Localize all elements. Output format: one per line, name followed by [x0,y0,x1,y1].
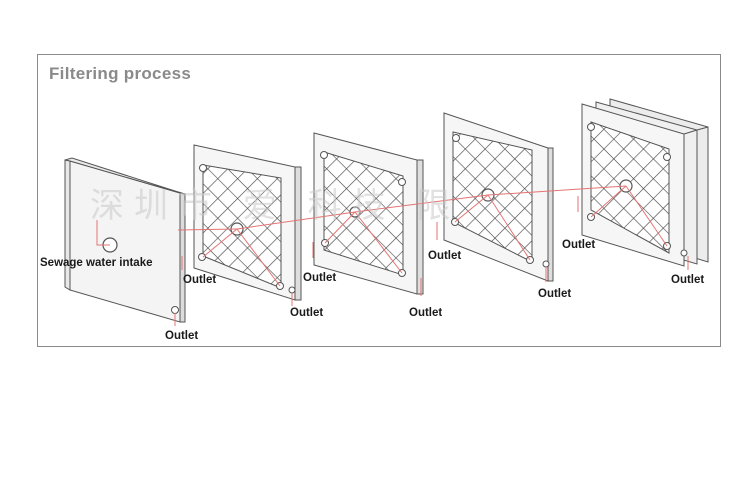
label-outlet: Outlet [183,274,217,286]
label-outlet: Outlet [671,274,705,286]
filter-plate-1 [193,144,302,301]
label-outlet: Outlet [428,250,462,262]
label-outlet: Outlet [409,307,443,319]
label-outlet: Outlet [303,272,337,284]
diagram-title: Filtering process [49,64,192,83]
label-outlet: Outlet [562,239,596,251]
filter-plate-4 [581,98,709,267]
filter-plate-3 [443,112,554,282]
watermark: 深圳市 爱 科技 限 [90,186,461,226]
label-sewage-intake: Sewage water intake [40,257,153,269]
filter-plate-2 [313,132,424,295]
label-outlet: Outlet [165,330,199,342]
label-outlet: Outlet [538,288,572,300]
flow-lines [96,185,689,326]
label-outlet: Outlet [290,307,324,319]
intake-plate [64,157,186,323]
